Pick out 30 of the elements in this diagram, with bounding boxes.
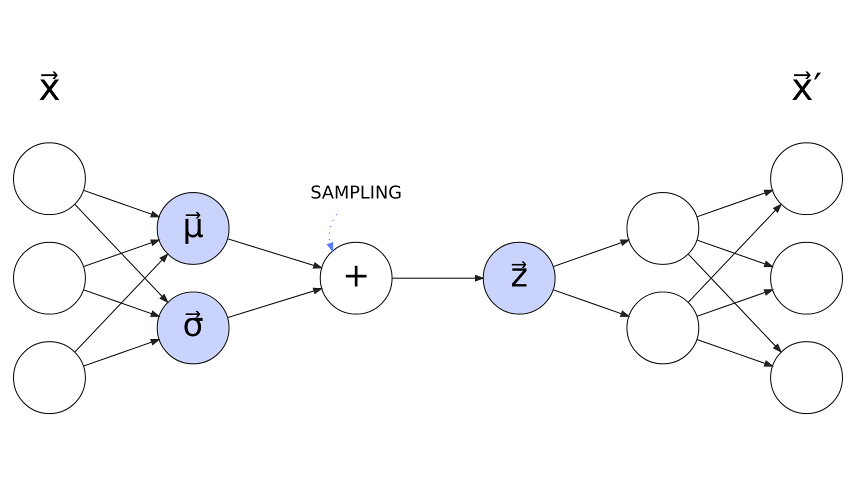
arrow bbox=[74, 253, 169, 352]
node-text: SAMPLING bbox=[310, 183, 402, 204]
node-circle: σ⃗ bbox=[156, 291, 230, 364]
node-circle bbox=[626, 192, 700, 265]
arrow bbox=[84, 289, 161, 317]
arrow bbox=[553, 289, 630, 317]
arrow bbox=[227, 238, 324, 269]
node-circle bbox=[12, 341, 86, 414]
arrow bbox=[326, 214, 338, 253]
arrow bbox=[696, 240, 774, 268]
arrow bbox=[696, 339, 774, 367]
arrow bbox=[688, 203, 782, 303]
arrow bbox=[688, 254, 782, 354]
node-circle bbox=[770, 242, 844, 315]
arrow bbox=[392, 274, 485, 282]
node-circle bbox=[12, 142, 86, 216]
arrow bbox=[74, 204, 169, 304]
arrow bbox=[696, 190, 774, 218]
label: x⃗ bbox=[38, 64, 61, 109]
arrow bbox=[84, 239, 161, 268]
node-circle bbox=[12, 242, 86, 315]
label: x⃗′ bbox=[791, 64, 822, 109]
node-circle bbox=[626, 291, 700, 364]
arrow bbox=[553, 239, 630, 268]
arrow bbox=[84, 190, 161, 218]
arrow bbox=[84, 338, 161, 367]
node-circle: z⃗ bbox=[482, 242, 556, 315]
arrow bbox=[227, 288, 324, 318]
node-circle bbox=[770, 142, 844, 216]
arrow bbox=[696, 289, 774, 317]
